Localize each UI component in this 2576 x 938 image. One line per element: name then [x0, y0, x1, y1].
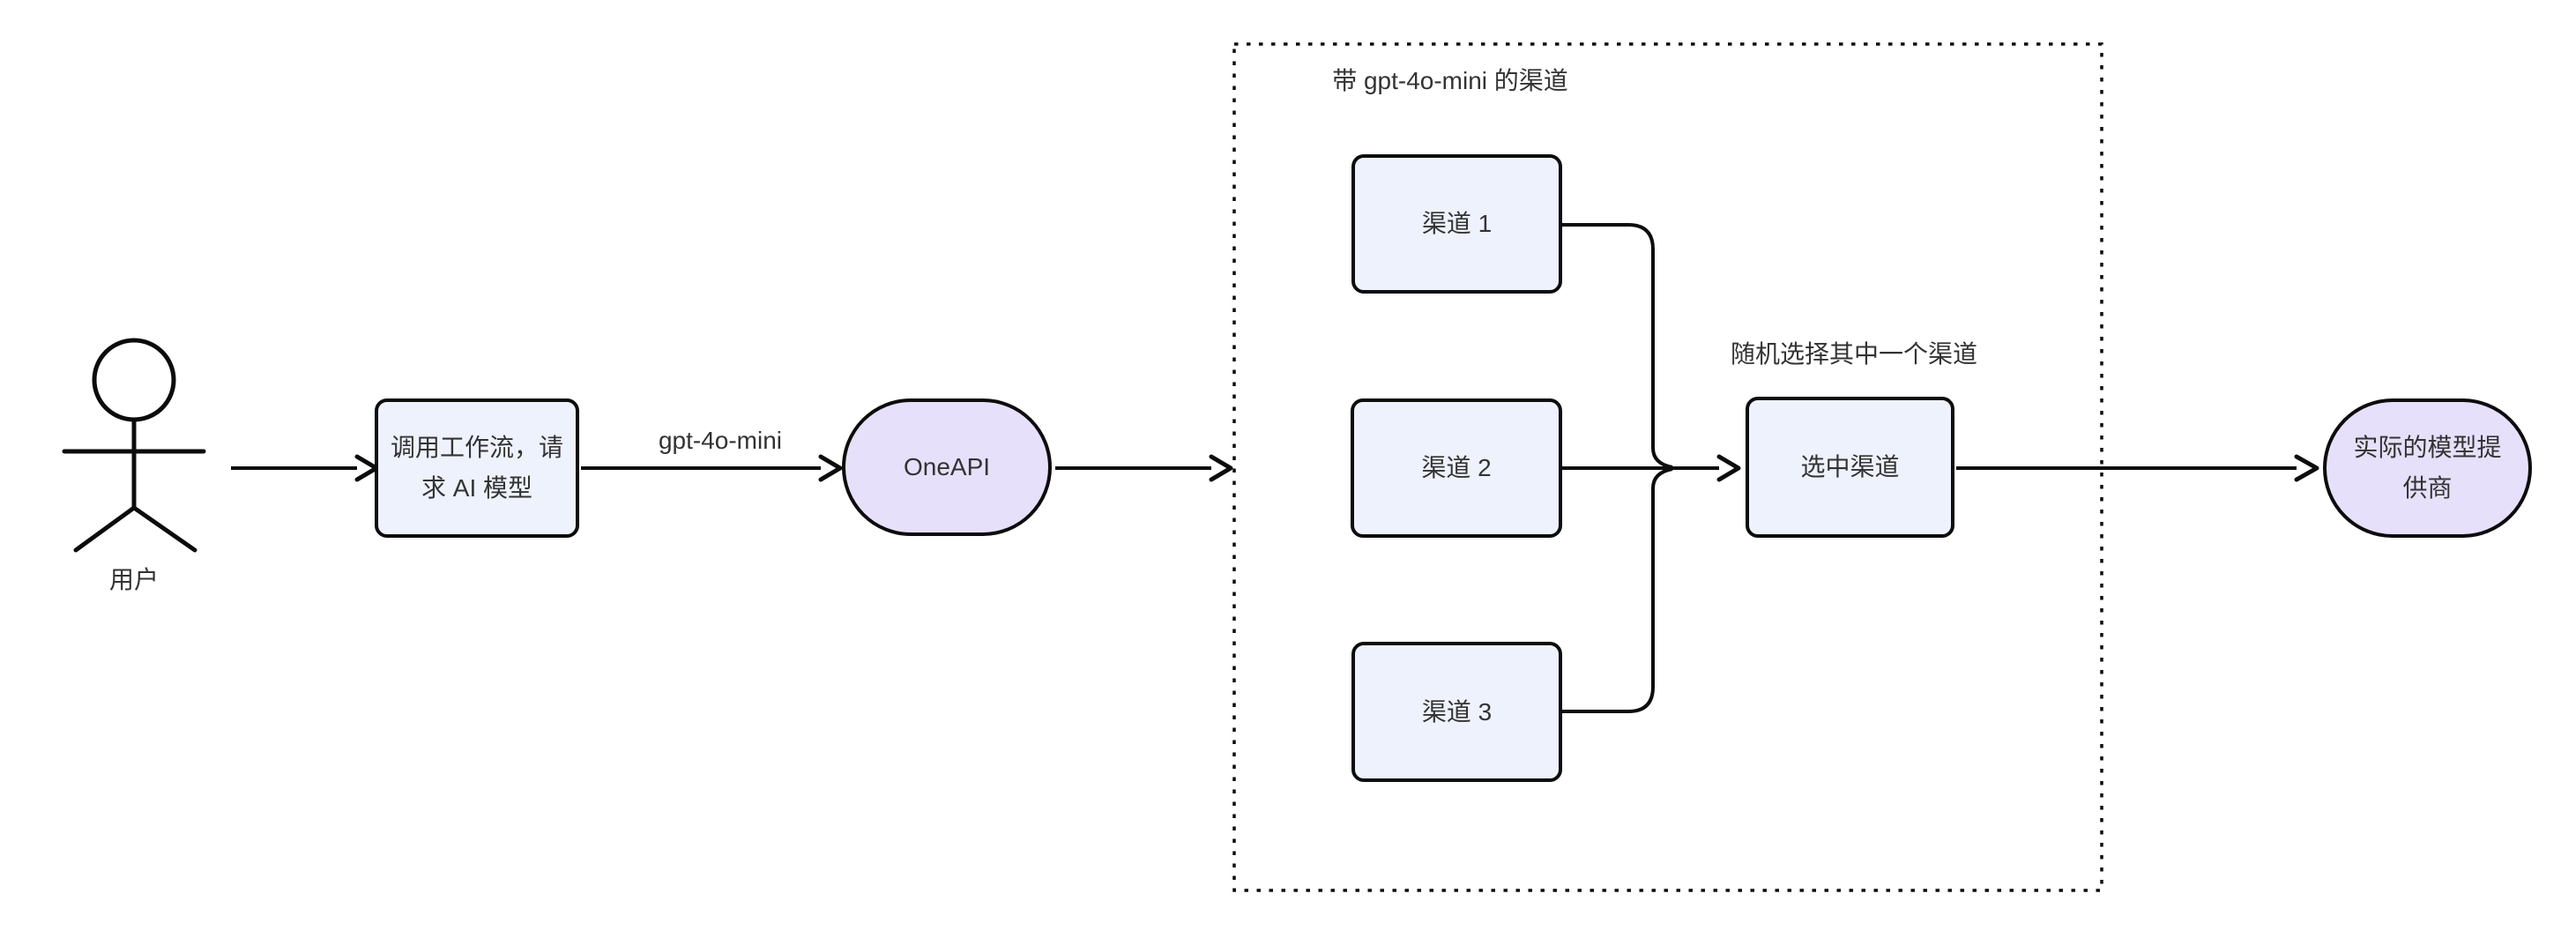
edge-label-gpt-4o-mini: gpt-4o-mini [658, 427, 783, 454]
node-workflow: 调用工作流，请求 AI 模型 [375, 398, 579, 538]
actor-right-leg [131, 505, 197, 553]
node-provider-label: 实际的模型提供商 [2353, 434, 2502, 502]
node-channel-3: 渠道 3 [1351, 642, 1562, 782]
annotation-random-select: 随机选择其中一个渠道 [1730, 340, 1978, 368]
node-channel-1: 渠道 1 [1351, 154, 1562, 294]
subgraph-border [1232, 42, 2103, 892]
node-channel-2: 渠道 2 [1351, 398, 1562, 538]
arrowhead-merge-selected [1716, 454, 1741, 482]
node-channel-1-label: 渠道 1 [1421, 210, 1493, 237]
node-channel-2-label: 渠道 2 [1421, 454, 1492, 481]
node-user-label: 用户 [108, 566, 160, 593]
arrowhead-workflow-oneapi [818, 454, 843, 482]
edge-channel3-selected [1562, 467, 1673, 713]
node-selected-channel: 选中渠道 [1746, 397, 1954, 538]
subgraph-title: 带 gpt-4o-mini 的渠道 [1332, 67, 1568, 94]
node-oneapi: OneAPI [842, 398, 1052, 536]
node-oneapi-label: OneAPI [903, 453, 991, 480]
actor-head [92, 338, 176, 422]
node-workflow-label: 调用工作流，请求 AI 模型 [390, 434, 563, 502]
actor-left-leg [73, 505, 137, 553]
arrowhead-selected-provider [2294, 454, 2319, 482]
actor-icon [62, 338, 206, 553]
arrowhead-oneapi-subgraph [1209, 454, 1233, 482]
node-provider: 实际的模型提供商 [2323, 398, 2532, 538]
edge-channel1-selected [1562, 223, 1673, 469]
arrowhead-user-workflow [354, 454, 379, 482]
node-selected-channel-label: 选中渠道 [1800, 453, 1900, 480]
node-channel-3-label: 渠道 3 [1421, 697, 1493, 726]
